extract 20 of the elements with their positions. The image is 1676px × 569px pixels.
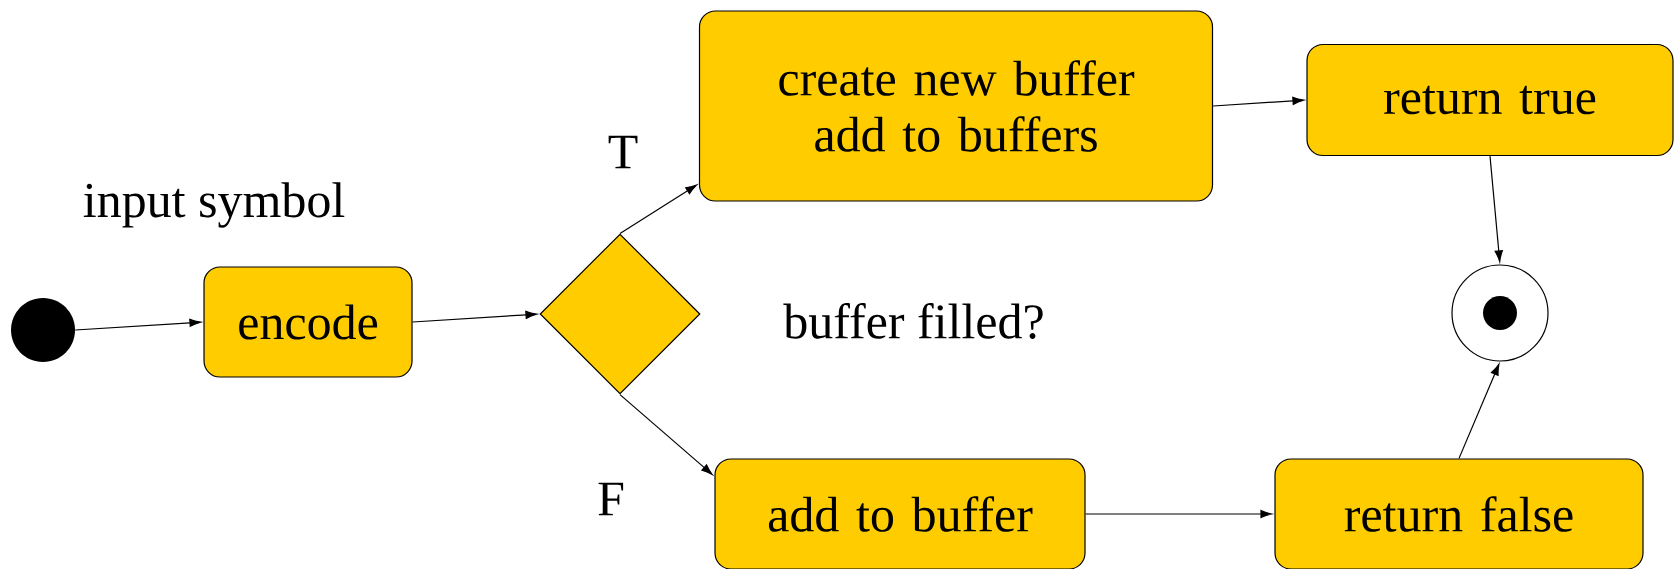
arrow (1085, 509, 1273, 519)
arrow (1458, 363, 1500, 459)
arrow (619, 394, 713, 476)
process-box: return false (1274, 458, 1644, 569)
arrow (1212, 96, 1305, 107)
edge-label: F (595, 480, 627, 518)
process-box: return true (1306, 43, 1674, 157)
start-dot (11, 298, 75, 362)
process-box: add to buffer (714, 458, 1086, 569)
process-box: create new buffer add to buffers (698, 10, 1214, 202)
input-label: input symbol (83, 182, 345, 228)
arrow (74, 318, 202, 331)
edge-label: T (605, 133, 641, 171)
decision-diamond (539, 233, 701, 395)
condition-text: buffer filled? (783, 303, 1043, 339)
end-bullseye (1451, 264, 1549, 362)
arrow (619, 184, 698, 234)
process-box: encode (203, 266, 413, 378)
arrow (1489, 155, 1503, 263)
arrow (412, 310, 538, 323)
